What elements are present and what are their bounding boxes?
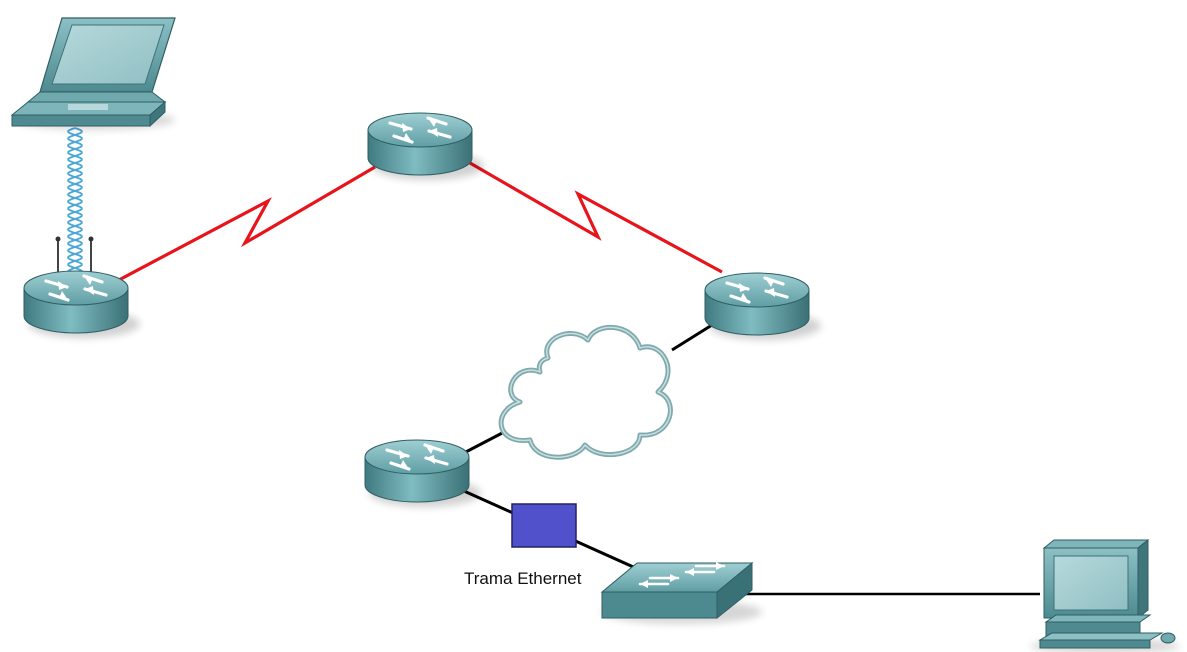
router-bottom-icon	[365, 440, 481, 507]
ethernet-frame-block	[511, 503, 577, 548]
desktop-pc-icon	[1030, 538, 1180, 652]
link-router-right-cloud	[671, 323, 713, 352]
router-right-icon	[705, 273, 821, 340]
wireless-link	[67, 127, 83, 283]
wireless-router-icon	[24, 236, 140, 339]
switch-icon	[600, 561, 762, 624]
ethernet-frame-label: Trama Ethernet	[464, 569, 582, 588]
serial-link-right	[469, 161, 723, 274]
serial-link-left	[99, 165, 376, 292]
link-cloud-router-bottom	[459, 428, 509, 457]
cloud-icon	[498, 325, 673, 460]
router-top-icon	[368, 113, 484, 180]
laptop-icon	[10, 17, 176, 130]
